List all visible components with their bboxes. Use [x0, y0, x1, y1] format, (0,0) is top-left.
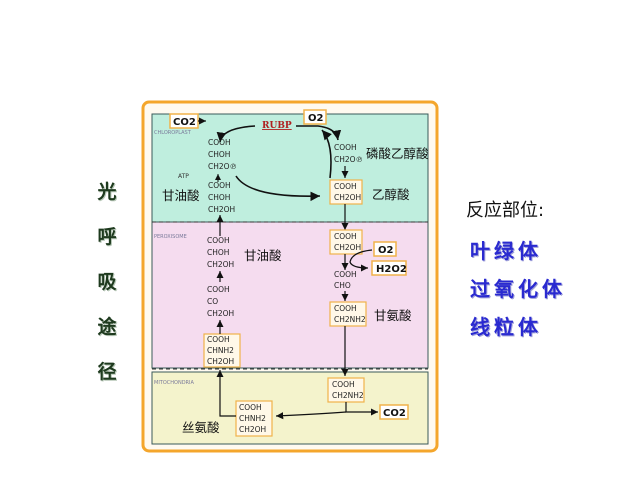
- legend-item-chloroplast: 叶绿体: [470, 239, 542, 263]
- glycerate-peroxisome-line: CH2OH: [207, 260, 234, 269]
- glycine-mito-line: CH2NH2: [332, 391, 364, 400]
- phosphoglycolate-line: CH2O℗: [334, 155, 363, 164]
- glyoxylate-line: CHO: [334, 281, 351, 290]
- arrow: [296, 125, 342, 141]
- glycerate-p-line: CHOH: [208, 150, 230, 159]
- rubp-label: RUBP: [262, 121, 292, 131]
- arrow: [216, 125, 256, 143]
- atp-label: ATP: [178, 173, 189, 180]
- glycolate-line: COOH: [334, 182, 357, 191]
- title-vertical: 光 呼 吸 途 径: [92, 170, 122, 395]
- serine-peroxisome-line: COOH: [207, 335, 230, 344]
- hydroxypyruvate-line: CH2OH: [207, 309, 234, 318]
- co2-label: CO2: [173, 117, 196, 128]
- o2-peroxisome-label: O2: [378, 245, 394, 256]
- glycerate-peroxisome-line: CHOH: [207, 248, 229, 257]
- legend: 反应部位: 叶绿体 过氧化体 线粒体: [466, 196, 566, 346]
- o2-label: O2: [308, 113, 324, 124]
- legend-item-mitochondrion: 线粒体: [470, 315, 542, 339]
- legend-title: 反应部位:: [466, 200, 545, 221]
- glycolate-peroxisome-line: COOH: [334, 232, 357, 241]
- glycerate-p-line: CH2O℗: [208, 162, 237, 171]
- title-char: 吸: [97, 271, 117, 293]
- serine-label: 丝氨酸: [182, 420, 220, 435]
- chloroplast-caption: CHLOROPLAST: [154, 130, 192, 136]
- glycolate-label: 乙醇酸: [372, 187, 410, 202]
- arrow: [235, 175, 321, 202]
- serine-box-mitochondrion: [235, 400, 273, 437]
- o2-box-chloroplast: [303, 109, 327, 125]
- glycerate-peroxisome-line: COOH: [207, 236, 230, 245]
- hydroxypyruvate-line: COOH: [207, 285, 230, 294]
- glycerate-label-chloroplast: 甘油酸: [162, 188, 200, 203]
- glycerate-line: COOH: [208, 181, 231, 190]
- serine-peroxisome-line: CHNH2: [207, 346, 234, 355]
- serine-box-peroxisome: [203, 333, 241, 368]
- hydroxypyruvate-line: CO: [207, 297, 218, 306]
- glycine-box-peroxisome: [329, 301, 367, 327]
- arrow: [349, 249, 373, 272]
- arrow: [321, 129, 332, 179]
- glycerate-line: CH2OH: [208, 205, 235, 214]
- peroxisome-caption: PEROXISOME: [154, 234, 187, 240]
- glycerate-line: CHOH: [208, 193, 230, 202]
- arrow: [275, 411, 347, 420]
- glycolate-peroxisome-line: CH2OH: [334, 243, 361, 252]
- glycerate-p-line: COOH: [208, 138, 231, 147]
- phosphoglycolate-label: 磷酸乙醇酸: [366, 146, 429, 161]
- serine-mito-line: CHNH2: [239, 414, 266, 423]
- co2-mito-label: CO2: [383, 408, 406, 419]
- glycerate-label-peroxisome: 甘油酸: [244, 248, 282, 263]
- serine-peroxisome-line: CH2OH: [207, 357, 234, 366]
- arrow: [216, 370, 236, 417]
- serine-mito-line: CH2OH: [239, 425, 266, 434]
- glycine-peroxisome-line: COOH: [334, 304, 357, 313]
- glycolate-box: [329, 179, 363, 205]
- mitochondrion-caption: MITOCHONDRIA: [154, 380, 195, 386]
- glyoxylate-line: COOH: [334, 270, 357, 279]
- title-char: 途: [97, 316, 117, 338]
- glycine-peroxisome-line: CH2NH2: [334, 315, 366, 324]
- co2-box-mitochondrion: [379, 404, 409, 420]
- o2-box-peroxisome: [373, 241, 397, 257]
- phosphoglycolate-line: COOH: [334, 143, 357, 152]
- title-char: 径: [97, 361, 117, 383]
- h2o2-box: [371, 260, 407, 276]
- title-char: 光: [97, 181, 117, 203]
- glycine-mito-line: COOH: [332, 380, 355, 389]
- h2o2-label: H2O2: [376, 264, 407, 275]
- glycine-label: 甘氨酸: [374, 308, 412, 323]
- glycolate-box-peroxisome: [329, 229, 363, 255]
- title-char: 呼: [97, 226, 117, 248]
- serine-mito-line: COOH: [239, 403, 262, 412]
- glycolate-line: CH2OH: [334, 193, 361, 202]
- legend-item-peroxisome: 过氧化体: [470, 277, 566, 301]
